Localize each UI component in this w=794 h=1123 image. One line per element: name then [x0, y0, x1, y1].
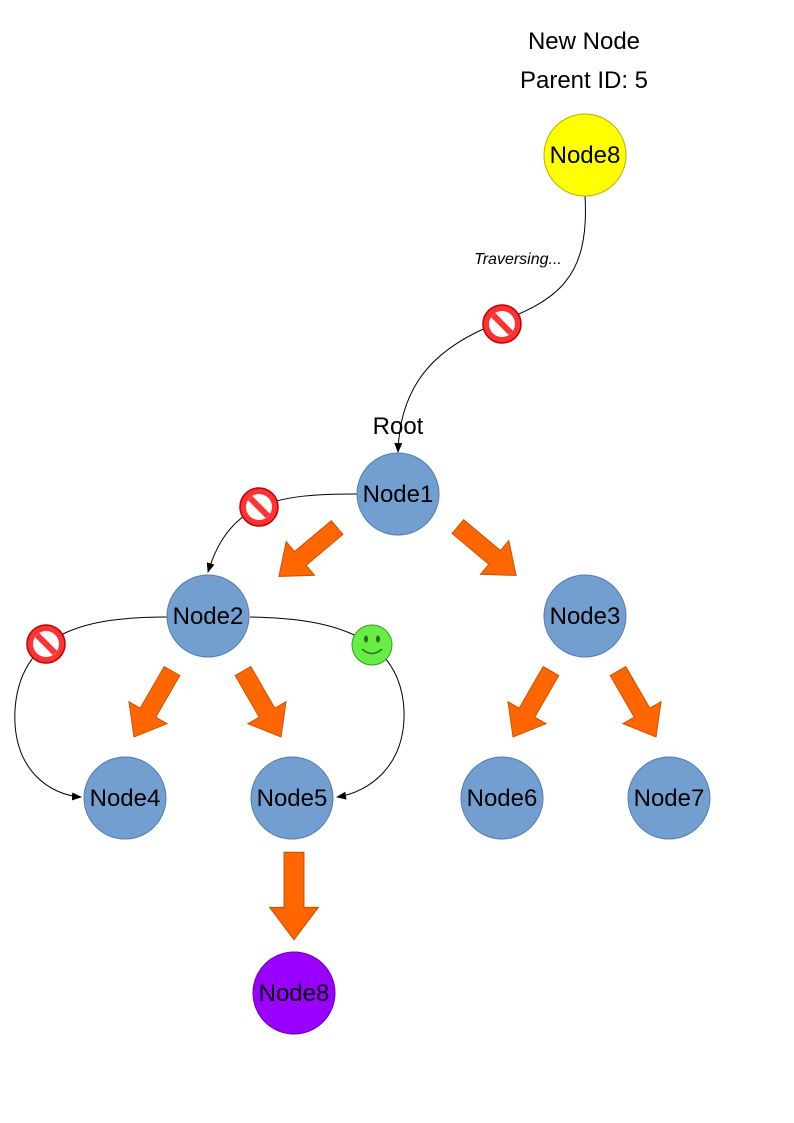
node-3-label: Node3: [550, 603, 621, 630]
no-entry-icon: [26, 624, 66, 664]
root-label: Root: [373, 413, 424, 440]
node-7: Node7: [627, 756, 711, 840]
node-6: Node6: [460, 756, 544, 840]
arrow-node1-node2: [264, 510, 352, 594]
arrow-node2-node4: [114, 659, 192, 749]
node-6-label: Node6: [467, 785, 538, 812]
node-5-label: Node5: [257, 785, 328, 812]
curve-node2-node5: [249, 616, 405, 800]
node-5: Node5: [250, 756, 334, 840]
smiley-icon: [351, 624, 393, 666]
no-entry-icon: [482, 304, 522, 344]
header-subtitle: Parent ID: 5: [520, 67, 648, 94]
inserted-node-label: Node8: [259, 980, 330, 1007]
arrow-node1-node3: [443, 509, 531, 593]
node-7-label: Node7: [634, 785, 705, 812]
node-1: Node1: [356, 452, 440, 536]
node-2: Node2: [166, 574, 250, 658]
arrow-node5-node8: [269, 851, 319, 941]
new-node: Node8: [543, 113, 627, 197]
curve-node2-node4: [14, 616, 168, 801]
inserted-node: Node8: [252, 951, 336, 1035]
traversing-label: Traversing...: [474, 251, 562, 268]
node-1-label: Node1: [363, 481, 434, 508]
node-3: Node3: [543, 574, 627, 658]
arrow-node2-node5: [223, 659, 301, 749]
arrow-node3-node7: [598, 659, 676, 749]
node-4: Node4: [83, 756, 167, 840]
new-node-label: Node8: [550, 142, 621, 169]
arrow-node3-node6: [493, 659, 571, 749]
no-entry-icon: [239, 487, 279, 527]
header-title: New Node: [528, 28, 640, 55]
node-2-label: Node2: [173, 603, 244, 630]
node-4-label: Node4: [90, 785, 161, 812]
